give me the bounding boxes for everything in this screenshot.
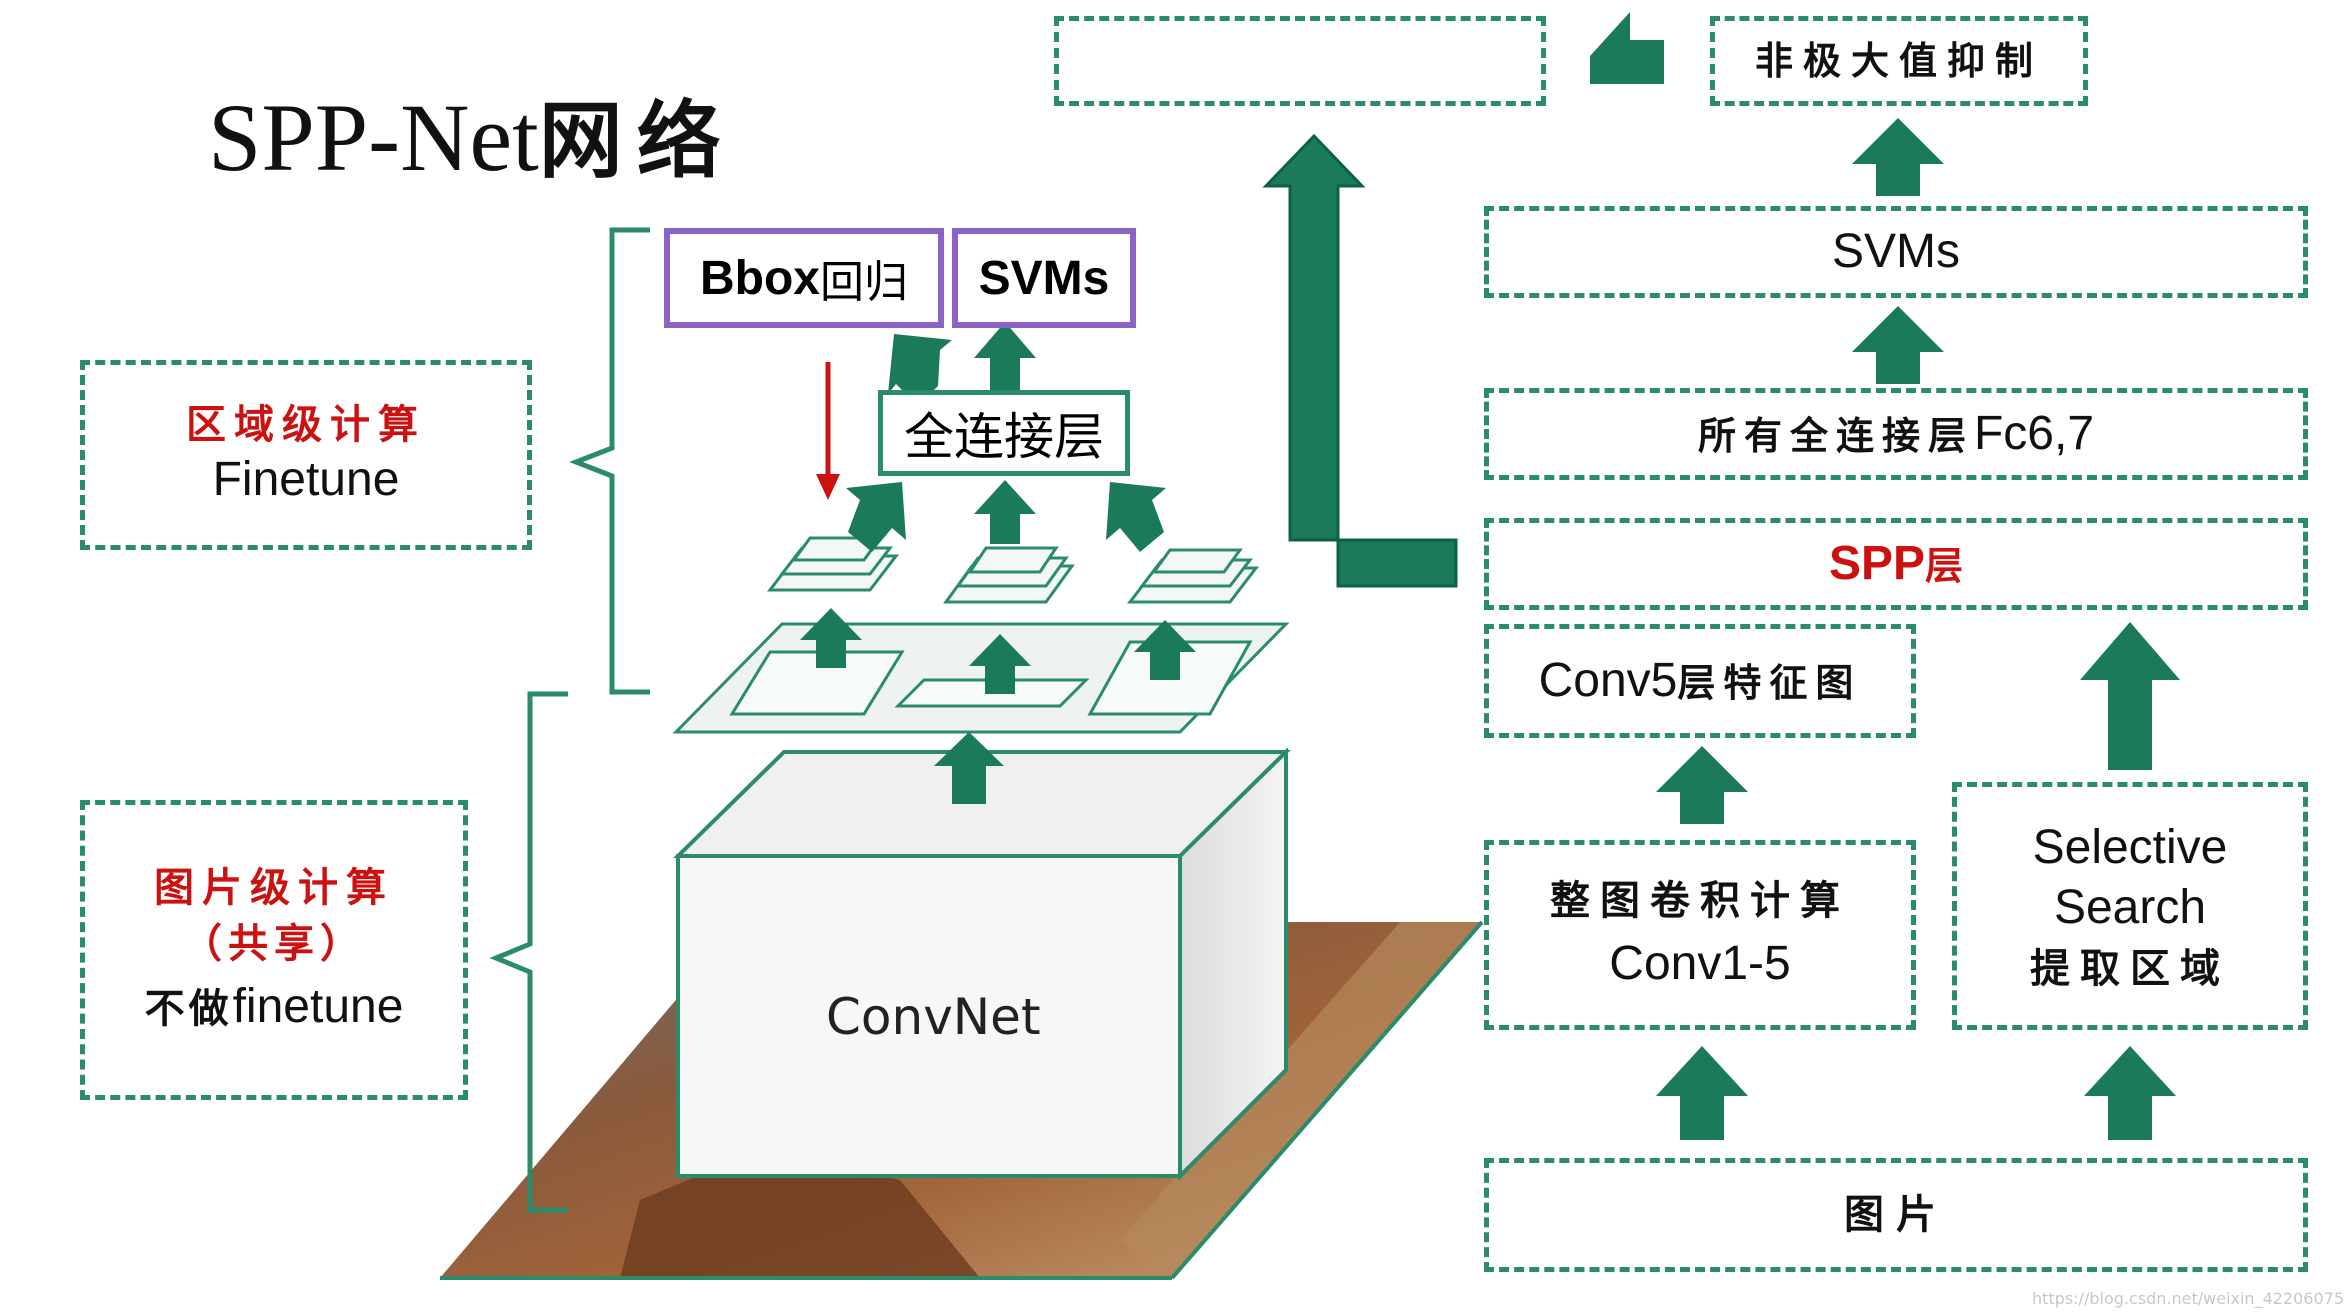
image-note-line3-cn: 不做 — [144, 985, 233, 1032]
bbox-head-cn: 回归 — [820, 257, 908, 308]
image-plane-edge-right — [1170, 920, 1484, 1280]
pooled-stack-right — [1126, 548, 1260, 604]
photo-stripes — [1120, 922, 1482, 1278]
photo-horse-head — [620, 1150, 980, 1278]
arrow-selective-to-spp — [2080, 622, 2180, 770]
arrow-image-to-conv15 — [1656, 1046, 1748, 1140]
svms-label: SVMs — [1831, 225, 1960, 278]
spp-layer-box: SPP层 — [1484, 518, 2308, 610]
arrow-fc-to-bbox — [888, 334, 952, 406]
left-arrows — [800, 322, 1196, 804]
red-arrow — [816, 362, 840, 500]
image-note-line3: 不做finetune — [145, 977, 404, 1037]
right-arrows — [1262, 12, 2180, 1140]
fc-all-box: 所有全连接层Fc6,7 — [1484, 388, 2308, 480]
selective-search-box: Selective Search 提取区域 — [1952, 782, 2308, 1030]
conv5-lat: Conv5 — [1538, 654, 1678, 707]
fc-layer-label: 全连接层 — [904, 408, 1104, 466]
conv-all-lat: Conv1-5 — [1609, 937, 1791, 990]
arrow-conv15-to-conv5 — [1656, 746, 1748, 824]
title-latin: SPP-Net — [208, 84, 539, 191]
spp-cn: 层 — [1925, 543, 1964, 588]
arrow-spp-to-bboxreg — [1262, 133, 1458, 588]
conv5-cn: 层特征图 — [1677, 660, 1862, 705]
page-title: SPP-Net网络 — [208, 74, 735, 195]
arrow-image-to-selective — [2084, 1046, 2176, 1140]
arrow-roi-mid-up — [969, 634, 1031, 694]
spp-lat: SPP — [1828, 537, 1926, 590]
conv5-feature-map-box: Conv5层特征图 — [1484, 624, 1916, 738]
fc-layer-box: 全连接层 — [878, 390, 1130, 476]
pooled-stack-middle — [943, 546, 1075, 604]
fc-all-label: 所有全连接层Fc6,7 — [1698, 404, 2094, 464]
image-note-line1: 图片级计算 — [154, 864, 394, 911]
region-level-note: 区域级计算 Finetune — [80, 360, 532, 550]
arrow-fc-to-svms-right — [1852, 306, 1944, 384]
brace-image — [489, 691, 568, 1213]
fc-all-lat: Fc6,7 — [1973, 407, 2095, 460]
fc-all-cn: 所有全连接层 — [1697, 413, 1974, 458]
pooled-stack-left — [766, 536, 900, 592]
nms-label: 非极大值抑制 — [1754, 38, 2043, 84]
arrow-svms-to-nms — [1852, 118, 1944, 196]
image-note-line3-lat: finetune — [232, 980, 404, 1033]
image-note-line2: （共享） — [182, 920, 366, 967]
roi-left — [729, 650, 905, 716]
conv5-label: Conv5层特征图 — [1539, 651, 1862, 711]
selective-line3: 提取区域 — [2030, 945, 2230, 992]
arrow-stack-mid-fc — [974, 480, 1036, 544]
watermark: https://blog.csdn.net/weixin_42206075 — [2031, 1289, 2344, 1308]
bounding-box-regression-box — [1054, 16, 1546, 106]
conv-all-cn: 整图卷积计算 — [1550, 877, 1850, 924]
bbox-head-lat: Bbox — [700, 251, 820, 305]
arrow-roi-left-up — [800, 608, 862, 668]
convnet-label: ConvNet — [826, 988, 1041, 1046]
svms-head-label: SVMs — [978, 251, 1110, 305]
selective-line1: Selective — [2032, 821, 2228, 874]
input-image-box: 图片 — [1484, 1158, 2308, 1272]
region-note-line1: 区域级计算 — [186, 401, 426, 448]
arrow-box-to-plane — [934, 732, 1004, 804]
input-image-label: 图片 — [1844, 1191, 1948, 1238]
brace-region — [569, 227, 650, 695]
title-cn: 网络 — [538, 91, 735, 190]
nms-box: 非极大值抑制 — [1710, 16, 2088, 106]
convnet-box-front — [676, 854, 1182, 1178]
arrow-nms-to-bbox — [1590, 12, 1664, 84]
svms-head: SVMs — [952, 228, 1136, 328]
selective-line2: Search — [2053, 881, 2207, 934]
arrow-fc-to-svms — [974, 322, 1036, 390]
image-level-note: 图片级计算 （共享） 不做finetune — [80, 800, 468, 1100]
arrow-roi-right-up — [1134, 620, 1196, 680]
arrow-stack-right-fc — [1106, 482, 1166, 552]
whole-image-conv-box: 整图卷积计算 Conv1-5 — [1484, 840, 1916, 1030]
region-note-line2: Finetune — [212, 453, 400, 506]
arrow-stack-left-fc — [846, 482, 906, 552]
svms-box: SVMs — [1484, 206, 2308, 298]
spp-label: SPP层 — [1829, 534, 1963, 594]
